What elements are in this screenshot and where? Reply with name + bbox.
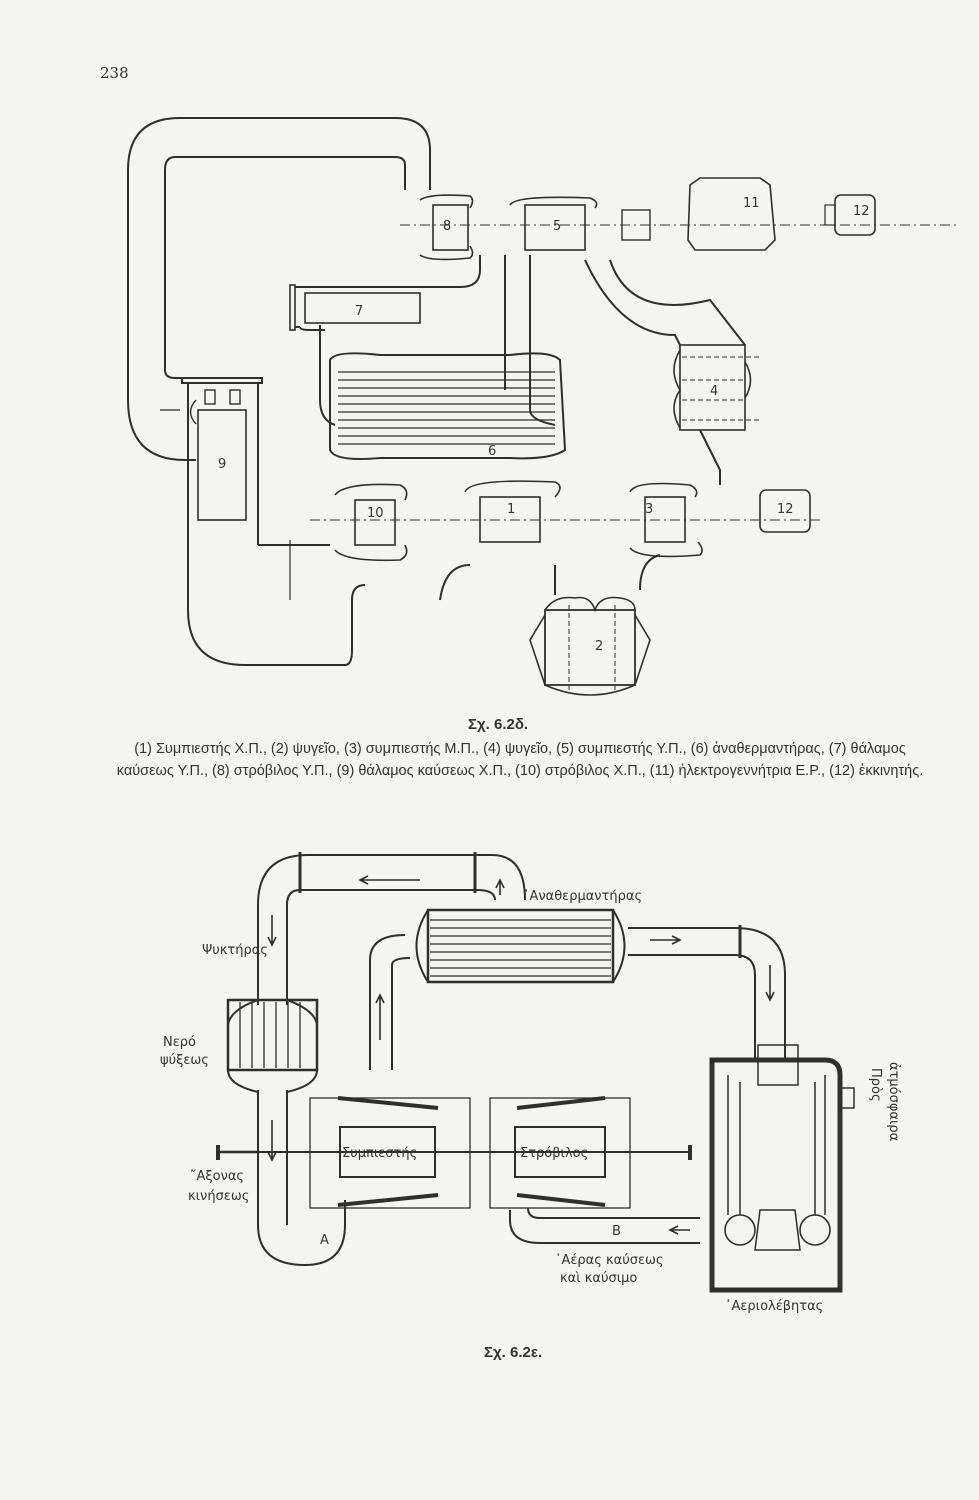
label-point-a: Α <box>320 1233 329 1248</box>
label-cooling-water-2: ψύξεως <box>160 1053 209 1068</box>
caption-item: (10) στρόβιλος Χ.Π., <box>515 763 646 779</box>
label-9: 9 <box>218 457 226 472</box>
caption-item: (4) ψυγεῖο, <box>483 741 553 757</box>
compressor-3 <box>629 482 703 558</box>
label-7: 7 <box>355 304 363 319</box>
label-cooler: Ψυκτήρας <box>202 943 268 958</box>
cooler-2 <box>439 554 661 696</box>
label-1: 1 <box>507 502 515 517</box>
caption-item: (2) ψυγεῖο, <box>270 741 340 757</box>
label-point-b: Β <box>612 1224 621 1239</box>
label-3: 3 <box>645 502 653 517</box>
page-number: 238 <box>100 64 129 82</box>
label-turbine: Στρόβιλος <box>520 1146 588 1161</box>
caption-item: (6) ἀναθερμαντήρας, <box>690 741 825 757</box>
label-to-atmosphere-1: Πρὸς <box>868 1068 883 1102</box>
combustion-chamber-7 <box>289 255 481 331</box>
label-compressor: Συμπιεστής <box>342 1146 417 1161</box>
caption-item: (3) συμπιεστής Μ.Π., <box>343 741 480 757</box>
caption-item: (5) συμπιεστής Υ.Π., <box>556 741 687 757</box>
cooler-4 <box>584 259 760 485</box>
inner-duct <box>164 156 406 379</box>
label-10: 10 <box>367 506 384 521</box>
label-4: 4 <box>710 384 718 399</box>
label-reheater: ᾿Αναθερμαντήρας <box>523 889 642 904</box>
label-8: 8 <box>443 219 451 234</box>
caption-item: (12) ἐκκινητής. <box>829 763 924 779</box>
label-5: 5 <box>553 219 561 234</box>
label-12-bottom: 12 <box>777 502 794 517</box>
label-to-atmosphere-2: ἀτμόσφαιρα <box>886 1062 901 1141</box>
label-combustion-air-1: ᾿Αέρας καύσεως <box>555 1253 664 1268</box>
compressor-5 <box>509 196 598 251</box>
label-cooling-water-1: Νερό <box>163 1035 196 1050</box>
reheater <box>415 908 626 984</box>
label-drive-shaft-1: ῎Αξονας <box>190 1169 244 1184</box>
figure-6-2e-title: Σχ. 6.2ε. <box>484 1344 543 1361</box>
caption-item: (1) Συμπιεστής Χ.Π., <box>134 741 267 757</box>
caption-item: (11) ἠλεκτρογεννήτρια Ε.Ρ., <box>649 763 826 779</box>
combustion-chamber-9 <box>160 377 263 610</box>
figure-6-2d-caption: (1) Συμπιεστής Χ.Π., (2) ψυγεῖο, (3) συμ… <box>110 738 930 782</box>
label-11: 11 <box>743 196 760 211</box>
outer-duct <box>127 117 431 461</box>
label-gas-boiler: ᾿Αεριολέβητας <box>725 1299 823 1314</box>
caption-item: (9) θάλαμος καύσεως Χ.Π., <box>336 763 512 779</box>
caption-item: (7) θάλαμος καύσεως Υ.Π., <box>116 741 906 779</box>
caption-item: (8) στρόβιλος Υ.Π., <box>212 763 333 779</box>
label-drive-shaft-2: κινήσεως <box>188 1189 249 1204</box>
figure-6-2d-title: Σχ. 6.2δ. <box>468 716 529 733</box>
starter-12-top <box>824 194 876 236</box>
label-6: 6 <box>488 444 496 459</box>
generator-11 <box>621 177 776 251</box>
label-combustion-air-2: καὶ καύσιμο <box>560 1271 637 1286</box>
gas-boiler <box>709 1044 855 1293</box>
compressor-1 <box>464 480 561 543</box>
figure-6-2d-diagram: 8 5 11 12 7 4 6 9 10 1 3 12 2 <box>127 117 960 696</box>
reheater-6 <box>319 255 567 460</box>
label-2: 2 <box>595 639 603 654</box>
turbine-10 <box>334 483 408 562</box>
turbine-8 <box>419 194 474 261</box>
cooler <box>226 998 319 1093</box>
label-12-top: 12 <box>853 204 870 219</box>
starter-12-bottom <box>759 489 811 533</box>
